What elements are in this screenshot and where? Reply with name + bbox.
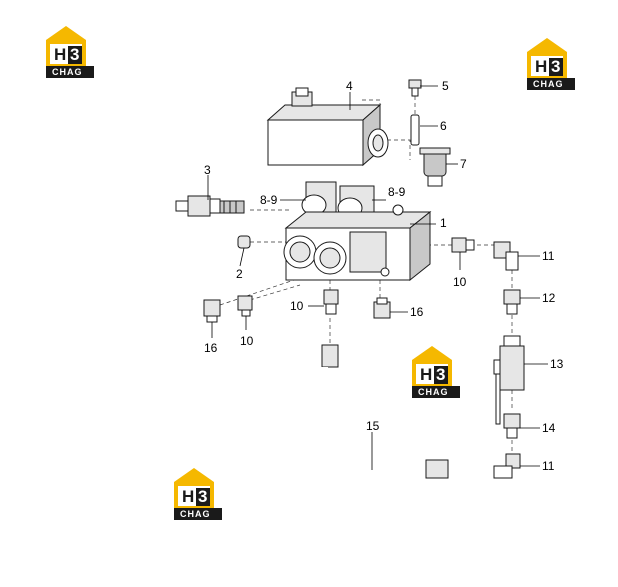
fitting-10-right: [451, 237, 475, 253]
svg-text:H: H: [535, 57, 547, 76]
hose-15: [320, 344, 449, 479]
callout-6: 6: [440, 119, 447, 133]
callout-14: 14: [542, 421, 556, 435]
fitting-14: [503, 413, 521, 439]
pin-part: [410, 114, 420, 146]
svg-text:H: H: [54, 45, 66, 64]
plug-16-left: [203, 299, 221, 323]
callout-10-left: 10: [240, 334, 254, 348]
svg-text:CHAG: CHAG: [180, 509, 211, 519]
brand-logo: H 3 CHAG: [174, 468, 222, 520]
elbow-11-bottom: [493, 453, 521, 479]
fitting-10-left: [237, 295, 253, 317]
brand-logo: H 3 CHAG: [527, 38, 575, 90]
callout-15: 15: [366, 419, 380, 433]
callout-5: 5: [442, 79, 449, 93]
svg-text:3: 3: [436, 365, 445, 384]
cartridge-valve: [175, 195, 245, 217]
svg-text:H: H: [182, 487, 194, 506]
callout-labels: 4 5 6 7 3 8-9 8-9 1 2 10 11 12 13 14 11 …: [204, 79, 564, 473]
plug-16-right: [373, 297, 391, 319]
callout-16-left: 16: [204, 341, 218, 355]
plug-part: [237, 235, 251, 249]
svg-text:CHAG: CHAG: [533, 79, 564, 89]
leader-lines: [207, 85, 548, 470]
callout-2: 2: [236, 267, 243, 281]
elbow-11-top: [493, 241, 519, 271]
callout-10-right: 10: [453, 275, 467, 289]
callout-13: 13: [550, 357, 564, 371]
callout-3: 3: [204, 163, 211, 177]
svg-text:H: H: [420, 365, 432, 384]
brand-logo: H 3 CHAG: [46, 26, 94, 78]
svg-text:CHAG: CHAG: [418, 387, 449, 397]
callout-8-9-right: 8-9: [388, 185, 406, 199]
callout-12: 12: [542, 291, 556, 305]
fitting-10-middle: [323, 289, 339, 315]
callout-7: 7: [460, 157, 467, 171]
callout-1: 1: [440, 216, 447, 230]
svg-text:CHAG: CHAG: [52, 67, 83, 77]
screw-part: [408, 79, 422, 97]
small-solenoid: [419, 147, 451, 187]
svg-text:3: 3: [70, 45, 79, 64]
callout-11-bottom: 11: [542, 459, 555, 473]
callout-4: 4: [346, 79, 353, 93]
tee-13: [493, 335, 525, 425]
svg-text:3: 3: [198, 487, 207, 506]
adapter-12: [503, 289, 521, 315]
solenoid-coil: [266, 87, 389, 167]
svg-text:3: 3: [551, 57, 560, 76]
callout-16-right: 16: [410, 305, 424, 319]
callout-8-9-left: 8-9: [260, 193, 278, 207]
valve-block: [283, 204, 432, 282]
brand-logo: H 3 CHAG: [412, 346, 460, 398]
callout-10-middle: 10: [290, 299, 304, 313]
callout-11-top: 11: [542, 249, 555, 263]
